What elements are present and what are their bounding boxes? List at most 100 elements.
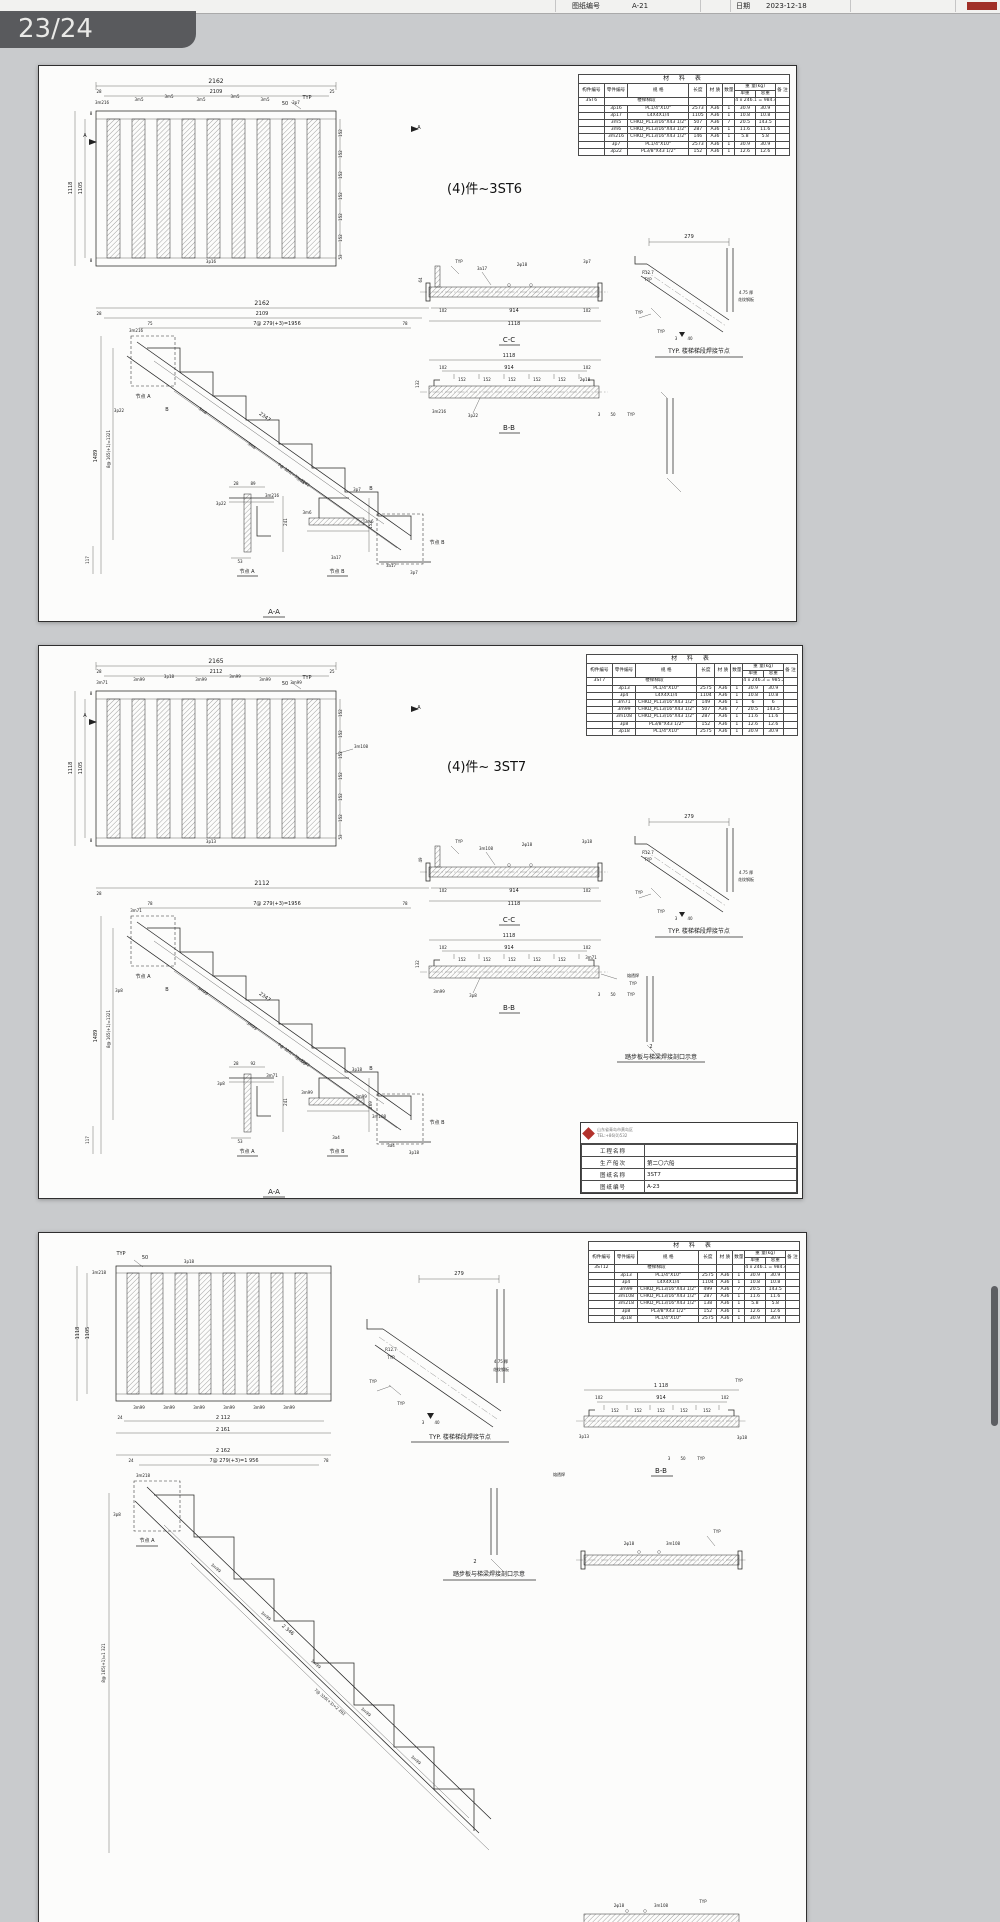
drawing-label: 2109 <box>256 311 269 317</box>
drawing-label: 279 <box>684 234 694 240</box>
drawing-label: B-B <box>503 1004 515 1012</box>
drawing-label: 3m218 <box>92 1270 107 1275</box>
drawing-label: 1118 <box>75 1327 81 1340</box>
drawing-label: 4.75 厚 <box>739 870 753 875</box>
drawing-label: 3m99 <box>260 1610 272 1622</box>
drawing-label: 2 346 <box>280 1623 295 1637</box>
material-table-cell: 143.5 <box>762 706 784 715</box>
material-table-cell: 3m108 <box>611 713 637 722</box>
drawing-label: 28 <box>96 669 102 674</box>
drawing-label: 241 <box>283 518 288 526</box>
titlebar-divider <box>850 0 851 12</box>
drawing-label: TYP <box>628 981 637 986</box>
material-table-cell: 3m99 <box>613 1286 639 1295</box>
drawing-label: 3 <box>598 412 601 417</box>
material-table-cell: PL1/4"X10" <box>637 1271 700 1280</box>
drawing-label: 3p18 <box>409 1150 420 1155</box>
material-table-cell: 152 <box>698 1307 718 1316</box>
drawing-label: 3m99 <box>355 1094 367 1099</box>
material-table-cell <box>774 119 791 128</box>
drawing-label: 3m99 <box>283 1405 295 1410</box>
drawing-label: 152 <box>483 377 491 382</box>
material-table-cell: 7 <box>722 119 736 128</box>
drawing-label: TYP <box>698 1899 707 1904</box>
drawing-label: 53 <box>237 1139 243 1144</box>
drawing-label: 3m108 <box>354 744 369 749</box>
drawing-label: R12.7 <box>642 850 654 855</box>
material-table-cell <box>586 727 613 736</box>
material-table-cell: 5.8 <box>764 1300 786 1309</box>
material-table-cell: 10.8 <box>764 1278 786 1288</box>
drawing-label: 3m99 <box>193 1405 205 1410</box>
material-table-cell: 2575 <box>696 727 716 736</box>
material-table-cell: 30.9 <box>762 684 784 693</box>
drawing-label: 3m6 <box>303 510 312 515</box>
drawing-label: 踏步板与梯梁焊接剖口示意 <box>453 1570 525 1578</box>
material-table-cell: 30.9 <box>754 104 776 113</box>
drawing-label: TYP <box>634 890 643 895</box>
material-table-cell: 3m108 <box>613 1293 639 1302</box>
title-block-label: 图纸编号 <box>581 1180 645 1193</box>
drawing-label: 节点 A <box>135 974 151 980</box>
material-table-cell: 1104 <box>696 691 716 701</box>
material-table-cell: 11.6 <box>764 1293 786 1302</box>
scrollbar-thumb[interactable] <box>991 1286 998 1426</box>
material-table-cell: 3p13 <box>613 1271 639 1280</box>
drawing-label: 1118 <box>68 182 74 195</box>
drawing-label: 914 <box>504 945 514 951</box>
drawing-label: 3p7 <box>292 100 300 105</box>
drawing-label: 3a17 <box>331 555 342 560</box>
drawing-label: B <box>165 407 169 413</box>
drawing-label: 152 <box>558 957 566 962</box>
drawing-label: 3 <box>675 336 678 341</box>
linework <box>74 662 743 1198</box>
material-table-cell: 30.9 <box>744 1314 766 1323</box>
drawing-label: 2φ18 <box>580 377 591 382</box>
material-table-cell: A36 <box>716 1278 734 1288</box>
previous-sheet-titlebar: 图纸编号 A-21 日期 2023-12-18 <box>0 0 1000 14</box>
material-table-cell: A36 <box>716 1300 734 1309</box>
material-table-cell: PL1/4"X10" <box>635 684 698 693</box>
drawing-label: 102 <box>583 945 591 950</box>
material-table-cell: 3m6 <box>603 126 629 135</box>
drawing-label: 2 <box>473 1559 476 1565</box>
material-table-header-cell: 零件编号 <box>613 1250 639 1266</box>
material-table-cell: 30.9 <box>764 1271 786 1280</box>
drawing-label: 50 <box>610 412 616 417</box>
material-table-cell: 1 <box>730 684 744 693</box>
drawing-label: 3a17 <box>477 266 488 271</box>
drawing-label: 3m216 <box>95 100 110 105</box>
drawing-label: 8@ 165(+1)=1 321 <box>101 1643 106 1683</box>
material-table-header-cell: 材 质 <box>714 663 732 679</box>
material-table-cell: A36 <box>706 111 724 121</box>
material-table-cell <box>586 684 613 693</box>
drawing-label: 152 <box>338 751 343 759</box>
drawing-label: 152 <box>657 1408 665 1413</box>
drawing-label: 152 <box>338 730 343 738</box>
drawing-label: 3m216 <box>129 328 144 333</box>
drawing-label: 3m6 <box>247 441 258 451</box>
drawing-label: 3m216 <box>432 409 447 414</box>
material-table-cell: 1 <box>730 727 744 736</box>
drawing-label: 2φ18 <box>614 1903 625 1908</box>
drawing-label: 3a4 <box>387 1143 395 1148</box>
material-table-header-cell: 备 注 <box>784 1250 801 1266</box>
sheet-no-value: A-21 <box>632 2 649 10</box>
material-table-cell <box>586 706 613 715</box>
material-table-cell <box>784 1271 801 1280</box>
drawing-label: 1118 <box>68 762 74 775</box>
material-table-header-cell: 重 量(kg) <box>744 1250 786 1259</box>
linework <box>76 1259 747 1922</box>
drawing-label: TYP <box>454 839 463 844</box>
material-table-cell <box>782 691 799 701</box>
material-table-cell: 287 <box>698 1293 718 1302</box>
title-block-label: 生产船次 <box>581 1156 645 1169</box>
title-block-value: 第二〇六船 <box>644 1156 797 1169</box>
drawing-label: 50 <box>142 1255 148 1261</box>
material-table-cell: 1 <box>732 1300 746 1309</box>
material-table-cell <box>774 133 791 142</box>
drawing-label: 152 <box>680 1408 688 1413</box>
material-table-header-cell: 单重 <box>744 1257 766 1266</box>
drawing-label: 1118 <box>503 933 516 939</box>
